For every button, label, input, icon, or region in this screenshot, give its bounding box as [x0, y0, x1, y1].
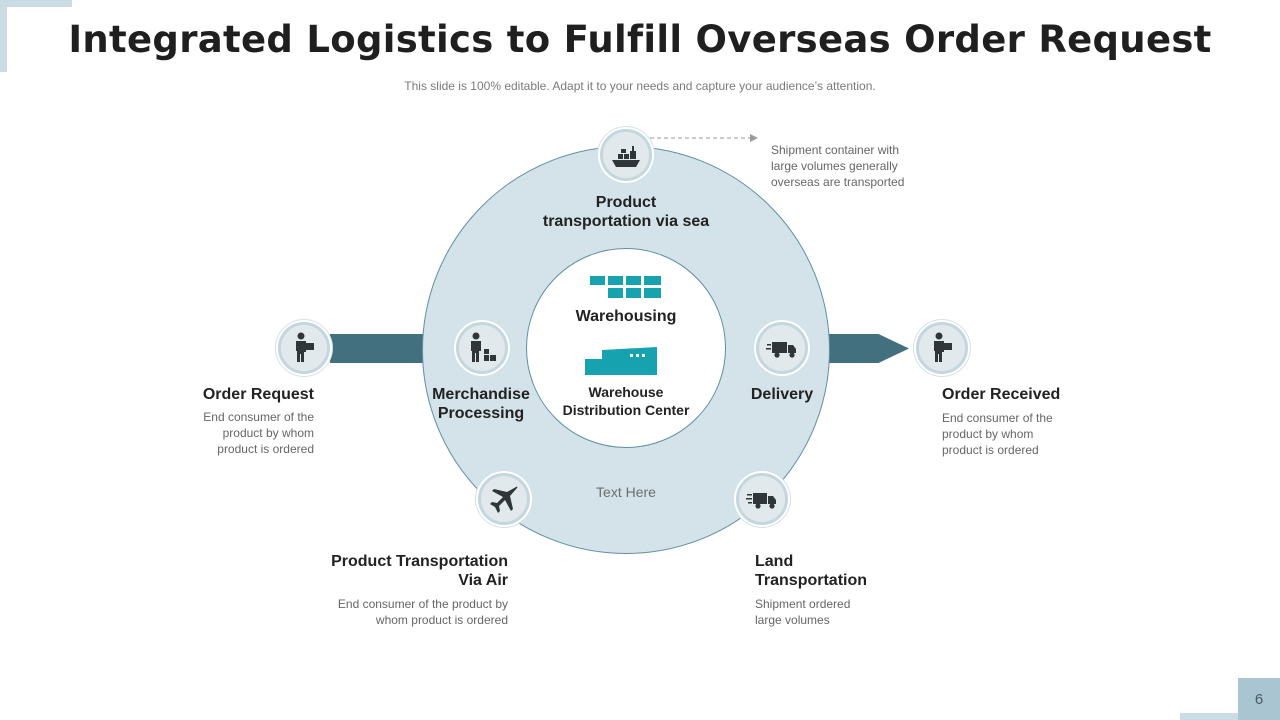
distribution-center-label: Warehouse Distribution Center [562, 384, 690, 418]
warehousing-label: Warehousing [575, 308, 677, 325]
air-transport-label: Product Transportation Via Air [331, 553, 508, 589]
order-received-label: Order Received [942, 386, 1061, 403]
person-with-box-icon [278, 322, 330, 374]
slide-subtitle: This slide is 100% editable. Adapt it to… [404, 79, 876, 93]
merchandise-processing-label: Merchandise Processing [432, 386, 530, 422]
sea-transport-description: Shipment container with large volumes ge… [771, 143, 905, 189]
text-here-placeholder: Text Here [596, 484, 656, 500]
dashed-pointer-arrow [650, 134, 758, 142]
land-transport-label: Land Transportation [755, 553, 868, 589]
warehouse-building-icon [585, 347, 657, 375]
container-stack-icon [590, 276, 661, 298]
fast-truck-icon [736, 473, 788, 525]
sea-transport-label: Product transportation via sea [542, 194, 710, 230]
delivery-truck-icon [756, 322, 808, 374]
air-transport-description: End consumer of the product by whom prod… [337, 597, 508, 627]
corner-decoration-horizontal [0, 0, 72, 7]
corner-decoration-vertical [0, 0, 7, 72]
order-received-description: End consumer of the product by whom prod… [942, 411, 1053, 457]
land-transport-description: Shipment ordered large volumes [755, 597, 851, 627]
airplane-icon [478, 473, 530, 525]
output-arrow [829, 334, 909, 363]
worker-boxes-icon [456, 322, 508, 374]
input-arrow-bar [330, 334, 424, 363]
delivery-label: Delivery [750, 386, 814, 403]
cargo-ship-icon [600, 129, 652, 181]
person-with-box-icon [916, 322, 968, 374]
order-request-description: End consumer of the product by whom prod… [203, 410, 314, 456]
page-number: 6 [1238, 678, 1280, 720]
corner-decoration-bottom [1180, 713, 1280, 720]
slide-title: Integrated Logistics to Fulfill Overseas… [68, 18, 1212, 61]
order-request-label: Order Request [202, 386, 314, 403]
